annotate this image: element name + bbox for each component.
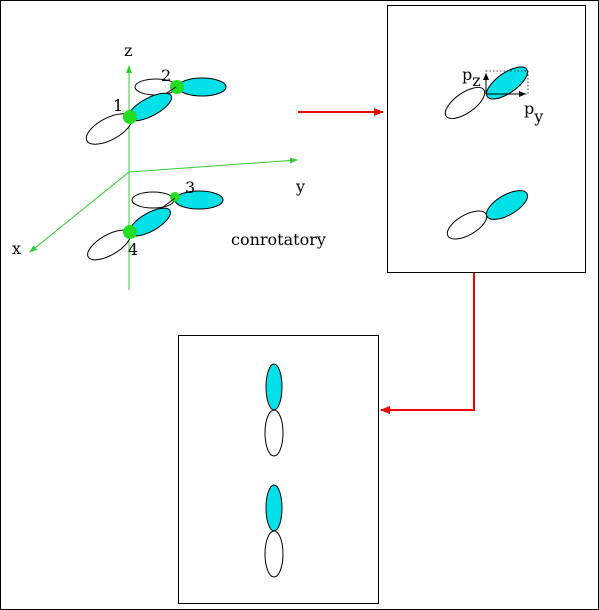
orbital-lobe-white xyxy=(446,210,488,240)
orbital-lobe-white xyxy=(444,86,486,120)
x-axis xyxy=(29,171,130,253)
atom-1 xyxy=(123,110,137,124)
atom-label-1: 1 xyxy=(113,96,123,115)
orbital-lobe-cyan xyxy=(265,484,283,532)
y-axis xyxy=(128,157,298,173)
projection-box xyxy=(387,5,586,273)
y-axis-label: y xyxy=(295,177,305,196)
orbital-lobe-white xyxy=(264,409,284,457)
x-axis-label: x xyxy=(12,239,21,258)
result-orbital-lower xyxy=(264,484,284,578)
projection-orbital-upper xyxy=(444,66,528,120)
orbital-lobe-cyan xyxy=(177,77,227,97)
orbital-lobe-cyan xyxy=(485,190,529,220)
orbital-atom-2 xyxy=(134,77,227,97)
orbital-atom-1 xyxy=(85,92,173,145)
arrow-to-result xyxy=(380,273,475,414)
py-label: py xyxy=(524,99,543,126)
atom-label-3: 3 xyxy=(185,178,195,197)
atom-label-4: 4 xyxy=(128,240,138,259)
orbital-atom-3 xyxy=(131,190,224,210)
atom-4 xyxy=(123,225,137,239)
projection-orbital-lower xyxy=(446,190,529,240)
atom-label-2: 2 xyxy=(161,66,171,85)
orbital-lobe-cyan xyxy=(486,66,528,100)
projection-guide xyxy=(485,70,529,95)
pz-label: pz xyxy=(462,65,481,90)
orbital-lobe-cyan xyxy=(265,363,283,411)
result-orbital-upper xyxy=(264,363,284,457)
axes-group xyxy=(29,65,298,290)
orbital-lobe-cyan xyxy=(174,190,224,210)
result-box xyxy=(178,335,379,604)
orbital-atom-4 xyxy=(87,207,171,261)
z-axis-label: z xyxy=(124,41,132,60)
orbital-lobe-white xyxy=(264,530,284,578)
orbital-lobe-white xyxy=(131,191,175,209)
caption-conrotatory: conrotatory xyxy=(231,230,326,249)
atom-2 xyxy=(170,80,184,94)
